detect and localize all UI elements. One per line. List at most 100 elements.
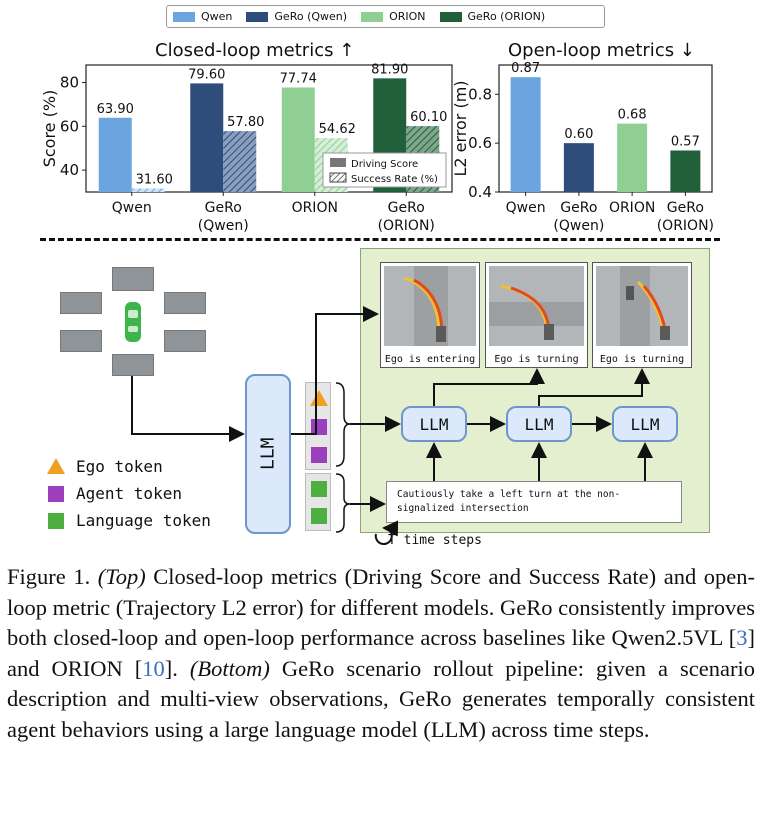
x-tick-label: Qwen [112,200,152,216]
figure-caption: Figure 1. (Top) Closed-loop metrics (Dri… [7,562,755,745]
plot-frame [85,64,453,193]
legend-swatch [330,158,346,167]
data-label: 0.68 [618,108,647,123]
rollout-frame: Ego is entering [380,262,480,368]
time-steps-label: T time steps [388,533,482,548]
legend-label: Success Rate (%) [351,174,438,185]
x-tick-label: (ORION) [657,218,714,234]
legend-entry-gero-orion: GeRo (ORION) [439,10,545,23]
frame-caption: Ego is entering [384,354,476,365]
driving-score-bar [190,83,224,192]
data-label: 79.60 [188,67,225,82]
y-tick-label: 0.6 [468,134,492,152]
token-legend-language: Language token [46,507,211,534]
data-label: 81.90 [371,62,408,77]
y-tick-label: 60 [60,117,79,135]
language-token-icon [311,481,327,497]
plot-frame [498,64,713,193]
agent-token-icon [311,447,327,463]
language-token-icon [311,508,327,524]
legend-swatch [439,11,462,22]
language-token-icon [48,512,64,529]
x-tick-label: GeRo [205,200,242,216]
data-label: 57.80 [227,115,264,130]
y-axis-label: Score (%) [40,90,59,168]
x-tick-label: Qwen [506,200,546,216]
camera-front-left [60,292,102,314]
llm-step-label: LLM [419,414,449,434]
legend-label: ORION [389,10,426,23]
driving-score-bar [281,87,315,192]
camera-back-right [164,330,206,352]
data-label: 60.10 [410,110,447,125]
diagram-arrows [131,306,653,545]
driving-score-bar [98,117,132,192]
caption-text: ]. [164,655,190,681]
legend-swatch [361,11,384,22]
bev-image [489,266,584,346]
legend-entry-qwen: Qwen [173,10,232,23]
language-token-column [305,473,331,531]
data-label: 77.74 [280,71,317,86]
camera-back [112,354,154,376]
citation-link[interactable]: 3 [736,625,748,650]
y-axis-label: L2 error (m) [451,80,470,176]
data-label: 0.57 [671,134,700,149]
data-label: 0.87 [511,61,540,76]
llm-step-label: LLM [524,414,554,434]
data-label: 0.60 [564,127,593,142]
token-legend-label: Ego token [76,456,163,476]
success-rate-bar [223,131,257,192]
frame-caption: Ego is turning [494,354,579,365]
bev-image [384,266,476,346]
ego-car-icon [125,302,141,342]
llm-step-block: LLM [401,406,467,442]
x-tick-label: GeRo [388,200,425,216]
ego-token-icon [310,390,328,406]
llm-step-block: LLM [506,406,572,442]
agent-token-icon [48,485,64,502]
token-legend: Ego token Agent token Language token [46,452,211,534]
caption-text: ] and ORION [ [7,625,755,681]
data-label: 54.62 [319,122,356,137]
token-legend-ego: Ego token [46,452,211,480]
scenario-prompt: Cautiously take a left turn at the non-s… [386,481,682,523]
legend-swatch [173,11,195,22]
caption-fig: Figure 1. [7,564,91,589]
success-rate-bar [131,188,165,192]
rollout-frame: Ego is turning [592,262,692,368]
token-legend-label: Language token [76,511,211,530]
bev-image [596,266,688,346]
l2-error-bar [670,150,701,192]
multi-view-observations [58,262,208,377]
y-tick-label: 40 [60,161,79,179]
y-tick-label: 80 [60,74,79,92]
x-tick-label: ORION [609,200,655,216]
data-label: 31.60 [136,172,173,187]
legend-label: Driving Score [351,159,418,170]
l2-error-bar [563,143,594,192]
section-divider [40,238,720,241]
x-tick-label: (Qwen) [553,218,604,234]
x-tick-label: ORION [292,200,338,216]
camera-front [112,267,154,291]
camera-front-right [164,292,206,314]
citation-link[interactable]: 10 [142,655,165,681]
caption-text: GeRo scenario rollout pipeline: given a … [7,655,755,742]
ego-token-icon [47,458,65,474]
llm-step-block: LLM [612,406,678,442]
l2-error-bar [510,77,541,192]
open-loop-chart: 0.40.60.8L2 error (m)0.87Qwen0.60GeRo(Qw… [451,61,714,234]
trajectory-icon [384,266,476,346]
legend-swatch [246,11,269,22]
legend-label: Qwen [201,10,233,23]
caption-text: Closed-loop metrics (Driving Score and S… [7,564,755,650]
caption-bottom-label: (Bottom) [189,655,270,681]
x-tick-label: (ORION) [378,218,435,234]
trajectory-icon [596,266,688,346]
x-tick-label: GeRo [560,200,597,216]
legend-swatch [329,172,347,183]
token-legend-label: Agent token [76,484,182,503]
